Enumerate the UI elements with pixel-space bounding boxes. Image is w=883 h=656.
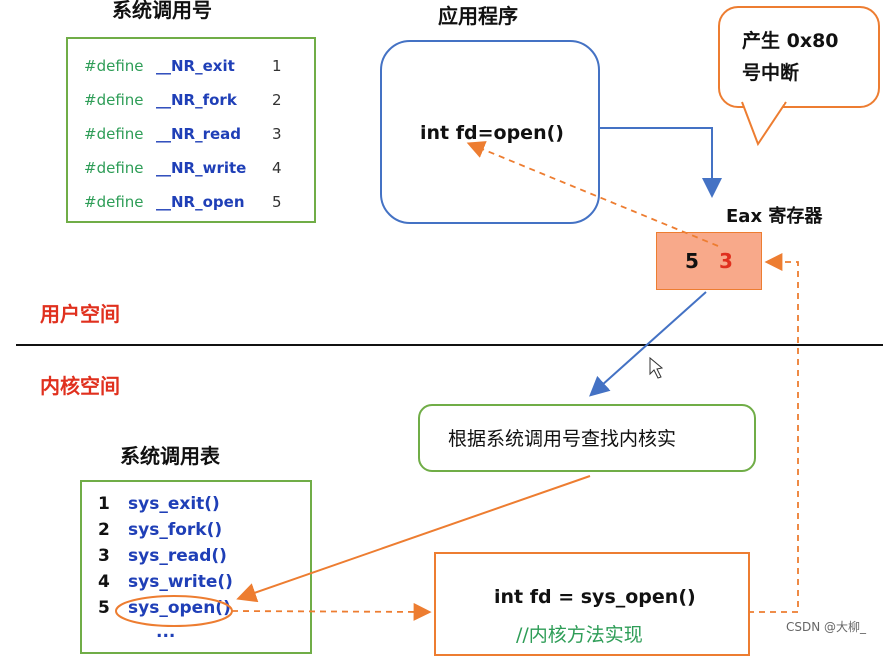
define-number: 4	[272, 159, 282, 177]
syscall-table-row: 3 sys_read()	[98, 544, 227, 568]
define-keyword: #define	[84, 125, 144, 143]
syscall-table-number: 1	[98, 494, 110, 514]
syscall-table-row: 1 sys_exit()	[98, 492, 220, 516]
define-number: 5	[272, 193, 282, 211]
define-number: 3	[272, 125, 282, 143]
callout-line-2: 号中断	[742, 62, 800, 84]
eax-register: 5 3	[656, 232, 762, 290]
define-row: #define __NR_write 4	[84, 157, 282, 179]
kernel-impl-comment: //内核方法实现	[516, 624, 643, 646]
define-name: __NR_open	[156, 193, 245, 211]
callout-line-1: 产生 0x80	[742, 30, 839, 52]
eax-value-out: 3	[719, 249, 733, 273]
define-row: #define __NR_read 3	[84, 123, 282, 145]
define-name: __NR_read	[156, 125, 242, 143]
application-title: 应用程序	[438, 4, 518, 28]
lookup-text: 根据系统调用号查找内核实	[448, 428, 677, 450]
syscall-table-row: 5 sys_open()	[98, 596, 231, 620]
lookup-to-table-arrow	[236, 475, 591, 603]
define-name: __NR_exit	[156, 57, 235, 75]
syscall-table-function: sys_exit()	[128, 494, 220, 514]
define-keyword: #define	[84, 159, 144, 177]
syscall-table-function: sys_write()	[128, 572, 233, 592]
lookup-box: 根据系统调用号查找内核实	[418, 404, 756, 472]
define-row: #define __NR_fork 2	[84, 89, 282, 111]
mouse-cursor-icon	[649, 356, 664, 379]
kernel-space-label: 内核空间	[40, 374, 120, 398]
eax-to-lookup-arrow	[589, 291, 707, 397]
application-code: int fd=open()	[420, 122, 564, 144]
syscall-table-function: sys_open()	[128, 598, 231, 618]
user-space-label: 用户空间	[40, 302, 120, 326]
space-divider	[16, 344, 883, 346]
define-row: #define __NR_exit 1	[84, 55, 282, 77]
syscall-table-row: 4 sys_write()	[98, 570, 233, 594]
syscall-table-number: 5	[98, 598, 110, 618]
syscall-numbers-title: 系统调用号	[112, 0, 212, 22]
eax-to-app-return	[466, 141, 719, 247]
kernel-impl-box: int fd = sys_open() //内核方法实现	[434, 552, 750, 656]
eax-label: Eax 寄存器	[726, 206, 823, 227]
watermark: CSDN @大柳_	[786, 620, 867, 634]
define-name: __NR_write	[156, 159, 247, 177]
app-to-eax-arrow	[598, 127, 722, 198]
table-more: ...	[156, 622, 176, 642]
kernel-impl-code: int fd = sys_open()	[494, 586, 696, 608]
syscall-table-title: 系统调用表	[120, 444, 220, 468]
table-to-impl-arrow	[231, 602, 432, 621]
define-keyword: #define	[84, 193, 144, 211]
sys-open-highlight	[115, 595, 233, 627]
impl-to-eax-return	[748, 253, 799, 613]
define-row: #define __NR_open 5	[84, 191, 282, 213]
syscall-table-number: 2	[98, 520, 110, 540]
define-number: 2	[272, 91, 282, 109]
syscall-table-box: 1 sys_exit() 2 sys_fork() 3 sys_read() 4 sys_wr…	[80, 480, 312, 654]
syscall-table-row: 2 sys_fork()	[98, 518, 222, 542]
define-keyword: #define	[84, 57, 144, 75]
interrupt-callout: 产生 0x80 号中断	[718, 6, 880, 108]
define-name: __NR_fork	[156, 91, 237, 109]
callout-tail	[741, 101, 787, 147]
syscall-table-function: sys_fork()	[128, 520, 223, 540]
syscall-table-number: 4	[98, 572, 110, 592]
define-keyword: #define	[84, 91, 144, 109]
syscall-table-number: 3	[98, 546, 110, 566]
connectors	[115, 101, 799, 627]
syscall-table-function: sys_read()	[128, 546, 227, 566]
eax-value-in: 5	[685, 249, 699, 273]
define-number: 1	[272, 57, 282, 75]
application-box: int fd=open()	[380, 40, 600, 224]
